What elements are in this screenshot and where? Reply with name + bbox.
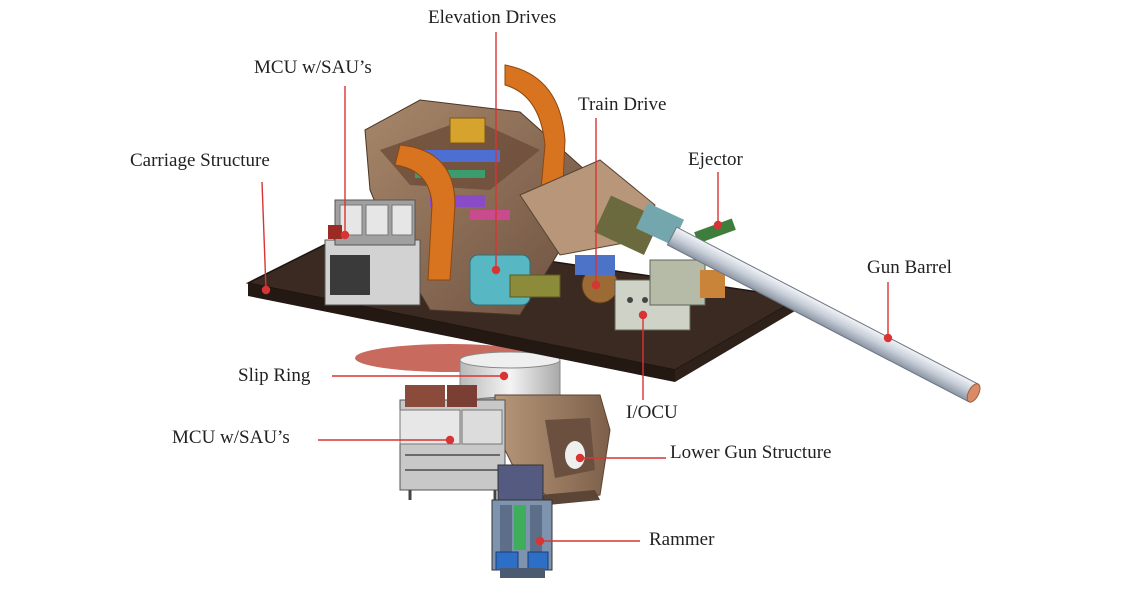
leader-lines: [261, 32, 893, 546]
label-mcu-top: MCU w/SAU’s: [254, 57, 372, 78]
iocu-box: [614, 259, 725, 331]
label-lower-gun-structure: Lower Gun Structure: [670, 442, 832, 463]
label-train-drive: Train Drive: [578, 94, 667, 115]
label-ejector: Ejector: [688, 149, 743, 170]
label-carriage-structure: Carriage Structure: [130, 150, 270, 171]
gun-barrel-body: [666, 226, 981, 403]
label-gun-barrel: Gun Barrel: [867, 257, 952, 278]
label-iocu: I/OCU: [626, 402, 678, 423]
label-mcu-bottom: MCU w/SAU’s: [172, 427, 290, 448]
upper-mcu-cabinet: [324, 199, 421, 306]
label-slip-ring: Slip Ring: [238, 365, 311, 386]
breech-housing: [519, 159, 736, 256]
rammer-body: [491, 499, 553, 578]
leader-carriage-structure: [261, 181, 267, 291]
label-elevation-drives: Elevation Drives: [428, 7, 557, 28]
label-rammer: Rammer: [649, 529, 715, 550]
